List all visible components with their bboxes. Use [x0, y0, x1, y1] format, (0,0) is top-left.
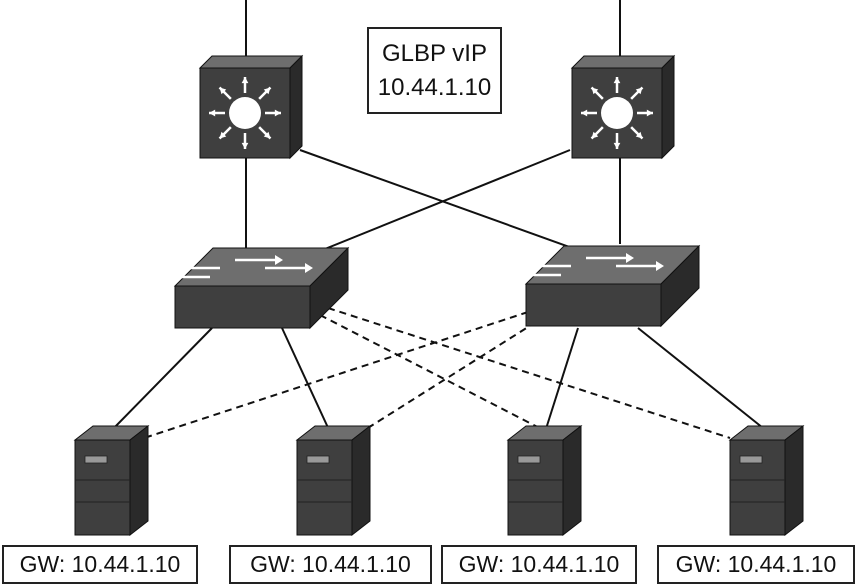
servers — [73, 424, 805, 537]
server-icon — [728, 424, 805, 537]
link-router1-switch2 — [299, 149, 601, 259]
standby-switch1-server4 — [327, 307, 731, 439]
standby-switch2-server1 — [137, 311, 529, 441]
server-gateway-label: GW: 10.44.1.10 — [441, 545, 637, 584]
vip-title: GLBP vIP — [382, 39, 487, 67]
links — [109, 0, 769, 433]
link-router2-switch1 — [309, 149, 571, 256]
server-icon — [73, 424, 150, 537]
link-switch2-server3 — [544, 327, 579, 433]
link-switch2-server4 — [637, 327, 769, 433]
routers — [198, 54, 676, 160]
switches — [162, 244, 701, 330]
standby-links — [137, 307, 731, 441]
standby-switch1-server3 — [319, 314, 556, 437]
vip-address: 10.44.1.10 — [377, 73, 492, 101]
link-switch1-server1 — [109, 327, 213, 433]
server-icon — [295, 424, 372, 537]
router-icon — [198, 54, 304, 160]
server-gateway-label: GW: 10.44.1.10 — [657, 545, 855, 584]
standby-switch2-server2 — [351, 321, 537, 439]
switch-icon — [162, 246, 350, 330]
glbp-vip-label: GLBP vIP 10.44.1.10 — [367, 27, 502, 114]
server-gateway-label: GW: 10.44.1.10 — [229, 545, 432, 584]
server-icon — [506, 424, 583, 537]
switch-icon — [513, 244, 701, 328]
link-switch1-server2 — [281, 327, 331, 433]
server-gateway-label: GW: 10.44.1.10 — [2, 545, 198, 584]
router-icon — [570, 54, 676, 160]
